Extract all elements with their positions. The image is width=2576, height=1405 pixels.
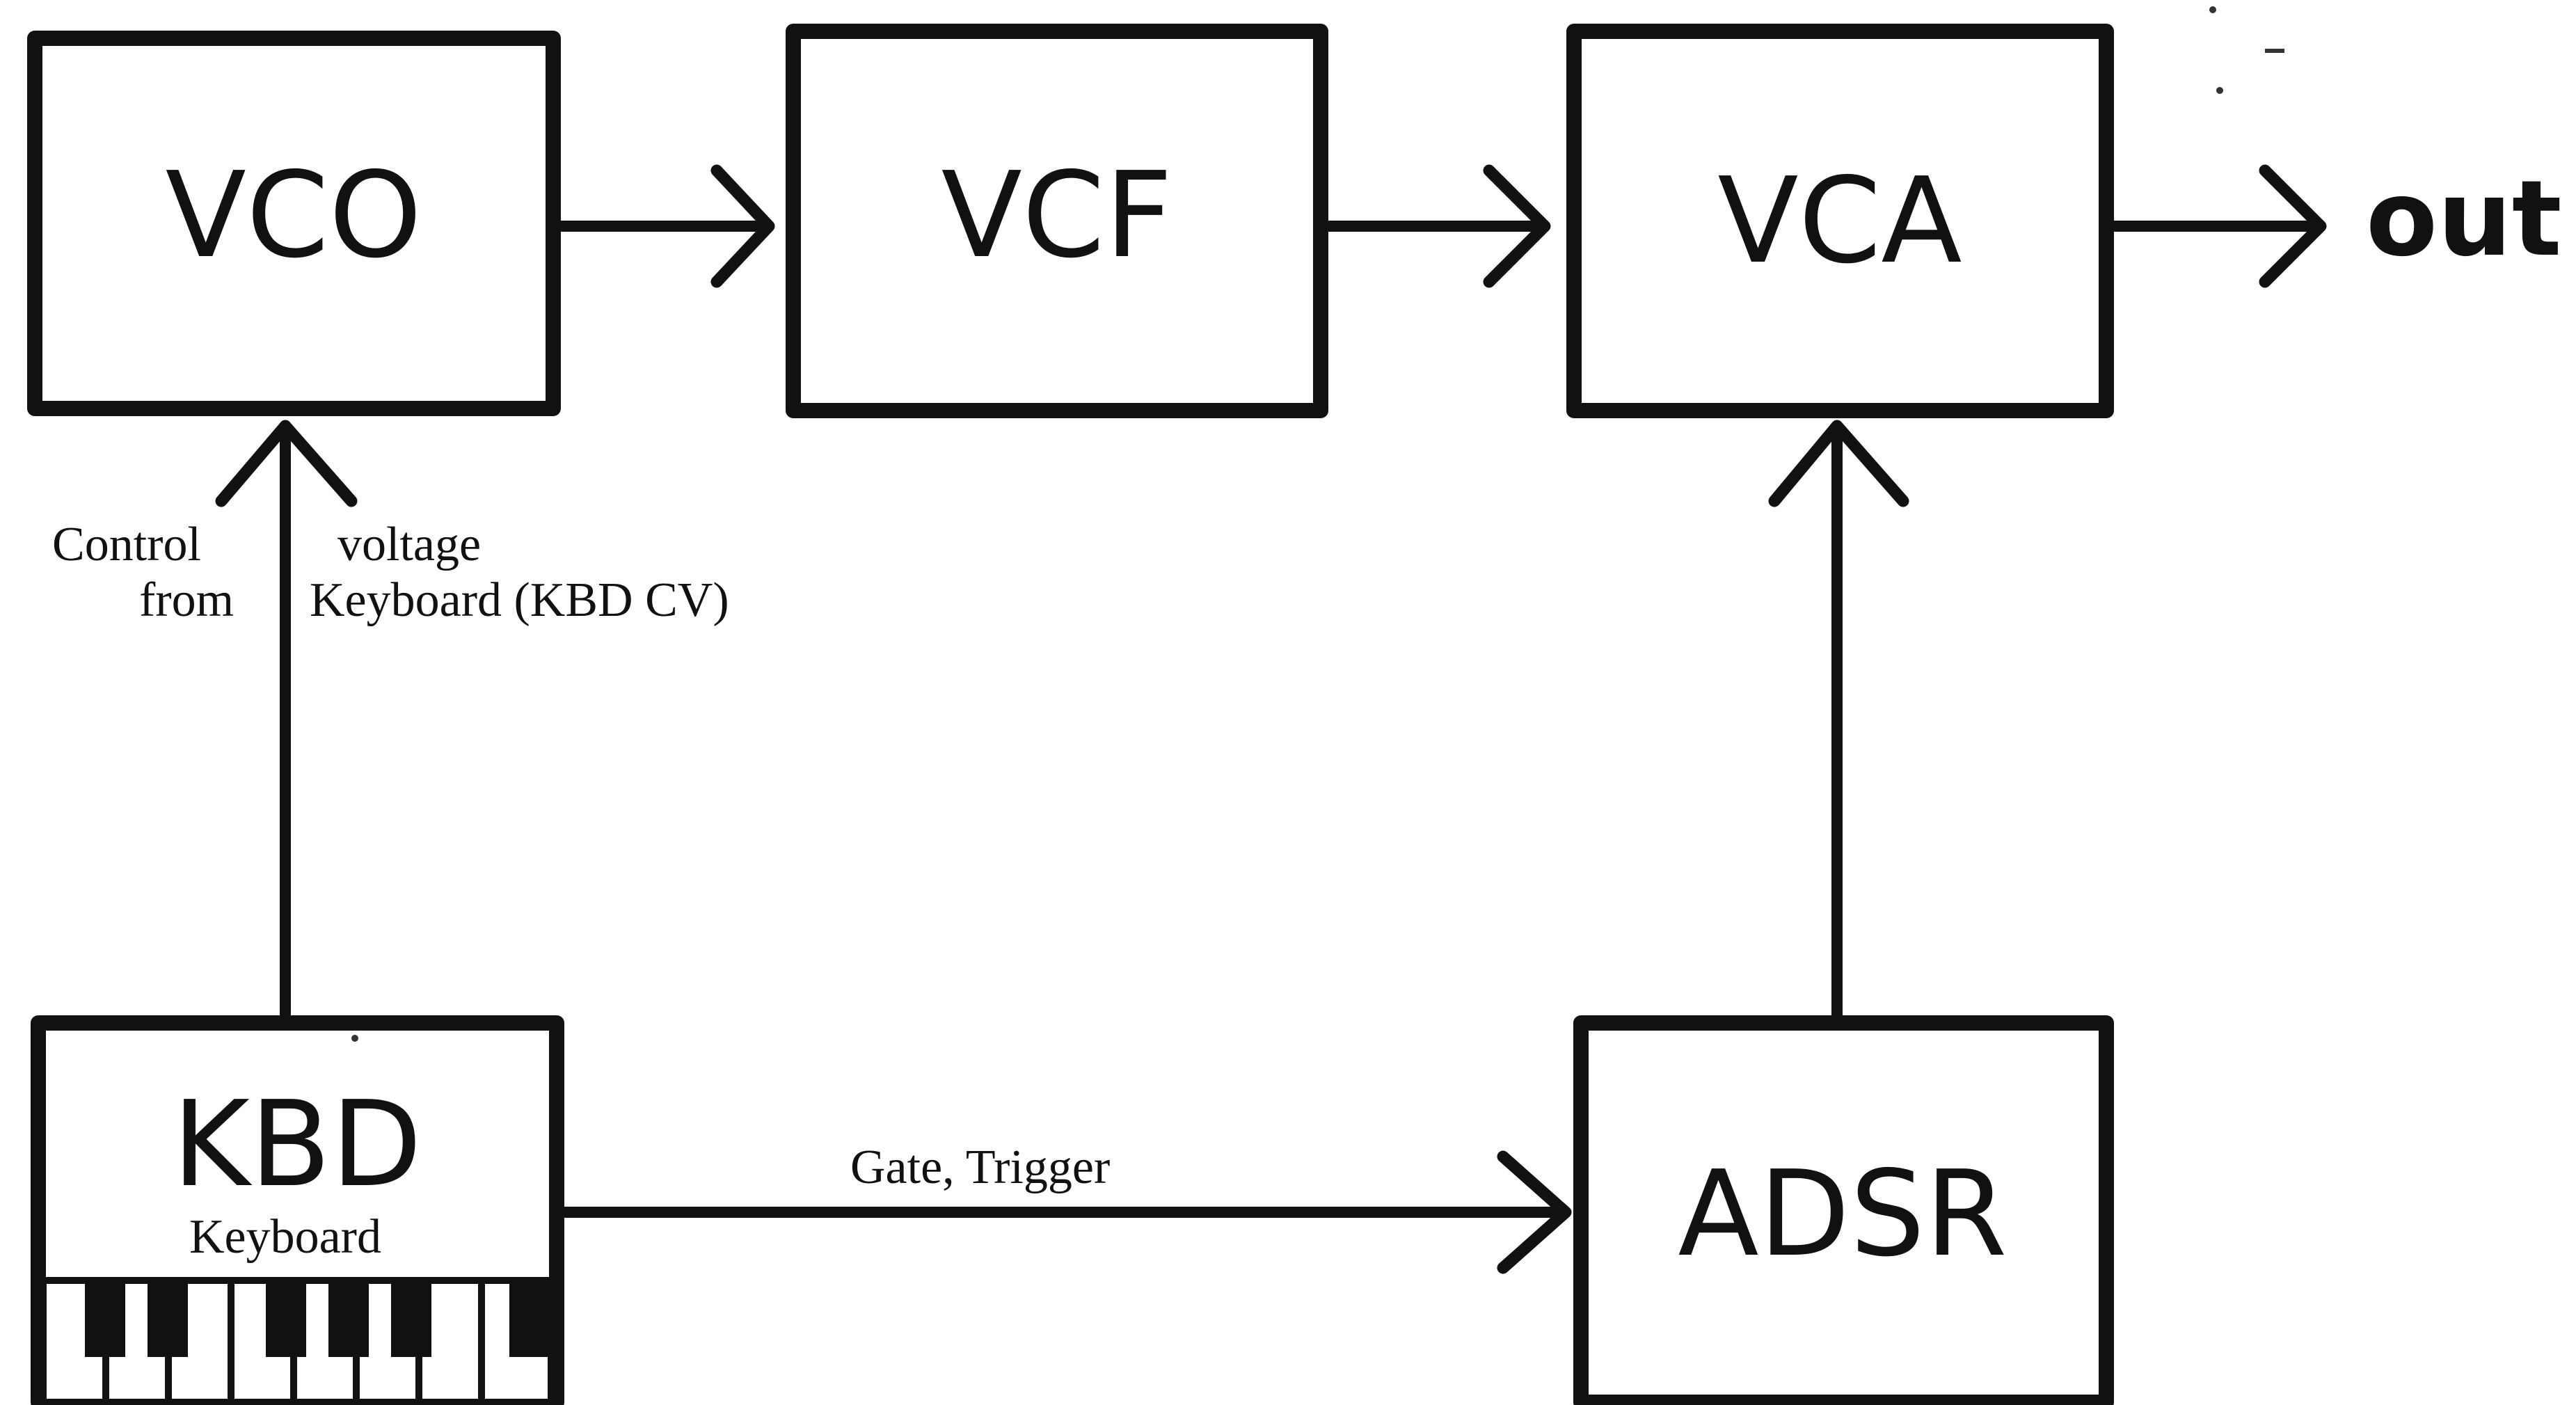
adsr-box	[1573, 1015, 2114, 1405]
kbd-cv-label: Control voltage from Keyboard (KBD CV)	[52, 518, 729, 627]
gate-trigger-label: Gate, Trigger	[850, 1141, 1110, 1194]
cv-label-keyboard: Keyboard (KBD CV)	[310, 573, 729, 627]
kbd-to-adsr-gate-arrow	[555, 1150, 1572, 1274]
vca-block: VCA	[1566, 24, 2114, 418]
vca-label: VCA	[1717, 152, 1962, 290]
vcf-label: VCF	[941, 147, 1173, 285]
cv-label-control: Control	[52, 518, 201, 571]
vco-label: VCO	[166, 147, 422, 285]
vcf-box	[786, 24, 1328, 418]
cv-label-from: from	[139, 573, 234, 627]
kbd-sublabel: Keyboard	[189, 1210, 381, 1264]
kbd-block: KBD Keyboard	[31, 1015, 564, 1405]
vcf-block: VCF	[786, 24, 1328, 418]
vco-box	[27, 31, 561, 416]
vco-to-vcf-arrow	[555, 164, 775, 288]
vca-to-out-arrow	[2106, 164, 2327, 288]
adsr-to-vca-arrow	[1768, 420, 1909, 1025]
adsr-block: ADSR	[1573, 1015, 2114, 1405]
out-label: out	[2366, 159, 2562, 280]
vco-block: VCO	[27, 31, 561, 416]
vca-box	[1566, 24, 2114, 418]
scan-specks	[351, 6, 2284, 1042]
vcf-to-vca-arrow	[1320, 164, 1551, 288]
kbd-cv-to-vco-arrow	[215, 420, 358, 1025]
kbd-label: KBD	[172, 1076, 422, 1214]
cv-label-voltage: voltage	[337, 518, 481, 571]
keyboard-keys-icon	[40, 1277, 555, 1405]
adsr-label: ADSR	[1678, 1145, 2007, 1283]
